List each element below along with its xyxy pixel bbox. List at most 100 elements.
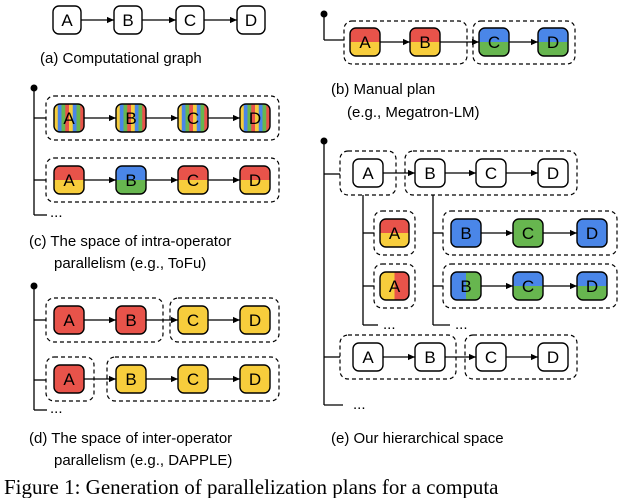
plan-node-d-bottom	[538, 42, 568, 56]
hier-sub2-opt2-node-c-bottom	[513, 286, 543, 300]
intra-opt1-node-a-stripe	[65, 104, 70, 132]
inter-opt1-stage2-box	[169, 297, 280, 343]
hier-opt1-node-c-bg	[476, 159, 506, 187]
hier-sub2-opt2-node-b-fill	[451, 272, 481, 300]
inter-opt2-node-d-border	[239, 364, 271, 394]
intra-opt2-node-b-bottom	[116, 180, 146, 194]
hier-opt2-node-c-label: C	[485, 348, 497, 367]
intra-opt1-node-d-stripe	[258, 104, 263, 132]
intra-option-2-box	[45, 157, 280, 203]
inter-opt1-node-a-label: A	[63, 311, 75, 330]
graph-node-b-fill	[114, 6, 142, 34]
plan-stage-1-box	[343, 20, 468, 65]
intra-opt1-node-c-stripe	[200, 104, 205, 132]
hier-opt1-node-d-bg	[538, 159, 568, 187]
hier-sub2-opt1-node-c-fill	[513, 219, 543, 247]
intra-opt1-node-d-stripe	[243, 104, 248, 132]
hier-opt2-node-d-label: D	[547, 348, 559, 367]
hier-sub2-opt1-node-c-bg	[513, 219, 543, 247]
hier-sub1-opt2-box	[373, 263, 416, 309]
hier-sub2-opt1-box	[442, 210, 618, 256]
hier-opt2-node-b-fill	[415, 343, 445, 371]
hier-sub2-opt2-node-d-border	[576, 271, 608, 301]
intra-opt1-node-d-stripe	[247, 104, 252, 132]
caption-inter-operator: (d) The space of inter-operator	[29, 430, 232, 447]
plan-node-a-top	[350, 28, 380, 42]
graph-node-b-bg	[114, 6, 142, 34]
ellipsis-hier-a: ...	[383, 316, 396, 333]
hier-sub2-opt2-node-d-top	[577, 272, 607, 286]
intra-opt1-node-d-stripe	[240, 104, 245, 132]
hier-opt1-node-b-label: B	[424, 164, 435, 183]
plan-node-b-label: B	[419, 33, 430, 52]
graph-node-d-bg	[237, 6, 265, 34]
hier-opt1-node-b-fill	[415, 159, 445, 187]
intra-opt1-node-b-stripe	[127, 104, 132, 132]
hier-opt1-stage2-box	[404, 150, 578, 196]
hier-sub2-opt2-node-b-right	[466, 272, 481, 300]
plan-node-d-top	[538, 28, 568, 42]
intra-opt1-node-d-fill	[240, 104, 270, 132]
intra-opt1-node-d-label: D	[249, 109, 261, 128]
hier-opt2-stage2-box	[464, 334, 578, 380]
hier-sub1-opt1-node-a-border	[379, 218, 410, 248]
intra-opt1-node-c-stripe	[196, 104, 201, 132]
intra-opt1-node-c-stripe	[178, 104, 183, 132]
caption-manual-plan-example: (e.g., Megatron-LM)	[347, 104, 480, 121]
hier-sub2-opt2-node-d-fill	[577, 272, 607, 300]
hier-sub1-opt1-node-a-top	[380, 219, 409, 233]
intra-opt1-node-c-stripe	[204, 104, 208, 132]
inter-opt1-node-b-bg	[116, 306, 146, 334]
hier-sub2-opt1-node-b-bg	[451, 219, 481, 247]
figure-caption: Figure 1: Generation of parallelization …	[4, 475, 499, 498]
inter-opt1-node-b-label: B	[125, 311, 136, 330]
hier-sub1-opt2-node-a-label: A	[389, 277, 401, 296]
graph-node-d-border	[236, 5, 266, 35]
graph-node-c-label: C	[184, 11, 196, 30]
hier-sub2-opt1-node-d-fill	[577, 219, 607, 247]
plan-node-d-label: D	[547, 33, 559, 52]
intra-opt1-node-c-fill	[178, 104, 208, 132]
graph-node-b-label: B	[122, 11, 133, 30]
inter-opt1-node-b-fill	[116, 306, 146, 334]
intra-opt2-node-a-top	[54, 166, 84, 180]
hier-sub2-opt2-node-c-label: C	[522, 277, 534, 296]
graph-node-c-fill	[176, 6, 204, 34]
inter-opt2-node-d-fill	[240, 365, 270, 393]
hier-opt2-node-d-bg	[538, 343, 568, 371]
hier-sub2-opt2-node-b-left	[451, 272, 466, 300]
inter-opt2-node-b-fill	[116, 365, 146, 393]
intra-opt1-node-c-stripe	[181, 104, 186, 132]
hier-sub2-opt1-node-d-bg	[577, 219, 607, 247]
intra-opt1-node-b-stripe	[134, 104, 139, 132]
intra-opt1-node-d-border	[239, 103, 271, 133]
intra-opt1-node-d-stripe	[255, 104, 260, 132]
caption-computational-graph: (a) Computational graph	[40, 50, 202, 67]
intra-opt2-node-a-label: A	[63, 171, 75, 190]
hier-sub2-opt2-node-b-label: B	[460, 277, 471, 296]
intra-opt2-node-c-bottom	[178, 180, 208, 194]
inter-opt2-node-a-fill	[54, 365, 84, 393]
hier-sub1-opt1-node-a-fill	[380, 219, 409, 247]
graph-node-a-fill	[53, 6, 81, 34]
intra-opt1-node-c-label: C	[187, 109, 199, 128]
caption-intra-operator-example: parallelism (e.g., ToFu)	[54, 255, 206, 272]
hier-opt2-node-b-bg	[415, 343, 445, 371]
intra-opt1-node-a-stripe	[61, 104, 66, 132]
hier-sub1-opt2-node-a-left	[380, 272, 395, 300]
intra-opt1-node-a-label: A	[63, 109, 75, 128]
intra-opt2-node-d-bottom	[240, 180, 270, 194]
intra-opt1-node-d-stripe	[262, 104, 267, 132]
intra-opt1-node-b-stripe	[119, 104, 124, 132]
hier-sub2-opt1-node-b-fill	[451, 219, 481, 247]
plan-node-c-top	[479, 28, 509, 42]
plan-node-a-fill	[350, 28, 380, 56]
intra-opt2-node-b-label: B	[125, 171, 136, 190]
hier-opt2-node-a-bg	[353, 343, 383, 371]
hier-opt2-node-c-bg	[476, 343, 506, 371]
intra-opt1-node-d-stripe	[251, 104, 256, 132]
inter-opt2-node-b-bg	[116, 365, 146, 393]
inter-opt1-node-c-fill	[178, 306, 208, 334]
inter-opt2-node-c-bg	[178, 365, 208, 393]
graph-node-d-label: D	[245, 11, 257, 30]
